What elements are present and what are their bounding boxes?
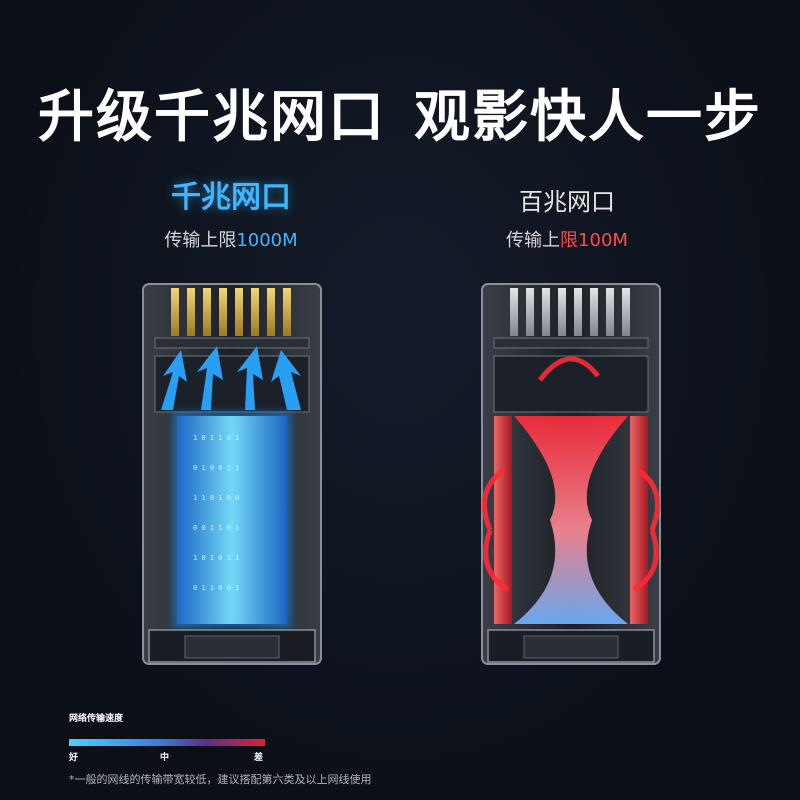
silver-contact-pins	[510, 288, 630, 336]
binary-stream: 1 0 1 1 0 1 0 1 0 0 1 1 1 1 0 1 0 0 0 0 …	[193, 434, 239, 592]
gigabit-subtitle-value: 1000M	[236, 230, 298, 251]
gold-pin	[251, 288, 259, 336]
gigabit-subtitle-prefix: 传输上限	[164, 230, 237, 251]
gold-contact-pins	[171, 288, 291, 336]
binary-digit: 1 0 1 1 0 1	[193, 434, 239, 442]
footnote: *一般的网线的传输带宽较低，建议搭配第六类及以上网线使用	[69, 773, 372, 786]
fast-ethernet-subtitle-value: 限100M	[560, 230, 628, 251]
silver-pin	[606, 288, 614, 336]
fast-ethernet-title: 百兆网口	[519, 188, 615, 216]
gigabit-plug-illustration: 1 0 1 1 0 1 0 1 0 0 1 1 1 1 0 1 0 0 0 0 …	[142, 283, 322, 665]
fast-ethernet-subtitle: 传输上限100M	[417, 226, 717, 252]
binary-digit: 0 1 0 0 1 1	[193, 464, 239, 472]
silver-pin	[622, 288, 630, 336]
binary-digit: 0 1 1 0 0 1	[193, 584, 239, 592]
fast-ethernet-wire-guide	[493, 355, 649, 413]
gold-pin	[171, 288, 179, 336]
bottleneck-hourglass	[514, 416, 628, 624]
gigabit-title: 千兆网口	[171, 180, 291, 215]
binary-digit: 1 1 0 1 0 0	[193, 494, 239, 502]
headline-part-1: 升级千兆网口	[38, 85, 386, 150]
gigabit-channel-core	[177, 416, 287, 624]
fast-ethernet-plug-illustration	[481, 283, 661, 665]
gigabit-latch	[184, 635, 280, 659]
headline: 升级千兆网口观影快人一步	[0, 72, 800, 153]
gold-pin	[283, 288, 291, 336]
silver-pin	[526, 288, 534, 336]
fast-ethernet-contact-bar	[493, 337, 649, 349]
red-side-panel-right	[630, 416, 648, 624]
gold-pin	[203, 288, 211, 336]
legend-tick-bad: 差	[254, 753, 264, 763]
fast-ethernet-subtitle-prefix: 传输上	[506, 230, 561, 251]
gold-pin	[187, 288, 195, 336]
red-side-panel-left	[494, 416, 512, 624]
gold-pin	[267, 288, 275, 336]
gigabit-contact-bar	[154, 337, 310, 349]
legend-tick-good: 好	[69, 753, 79, 763]
bottleneck-swirl-arrows-icon	[481, 356, 661, 593]
gigabit-subtitle: 传输上限1000M	[81, 226, 381, 252]
silver-pin	[574, 288, 582, 336]
silver-pin	[542, 288, 550, 336]
headline-part-2: 观影快人一步	[414, 85, 762, 150]
gold-pin	[235, 288, 243, 336]
fast-ethernet-latch	[523, 635, 619, 659]
silver-pin	[590, 288, 598, 336]
binary-digit: 0 0 1 1 0 1	[193, 524, 239, 532]
legend-tick-mid: 中	[160, 753, 170, 763]
silver-pin	[558, 288, 566, 336]
legend-title: 网络传输速度	[69, 714, 124, 724]
speed-gradient-bar	[69, 739, 265, 746]
gold-pin	[219, 288, 227, 336]
binary-digit: 1 0 1 0 1 1	[193, 554, 239, 562]
silver-pin	[510, 288, 518, 336]
fast-flow-arrows-icon	[161, 346, 301, 410]
